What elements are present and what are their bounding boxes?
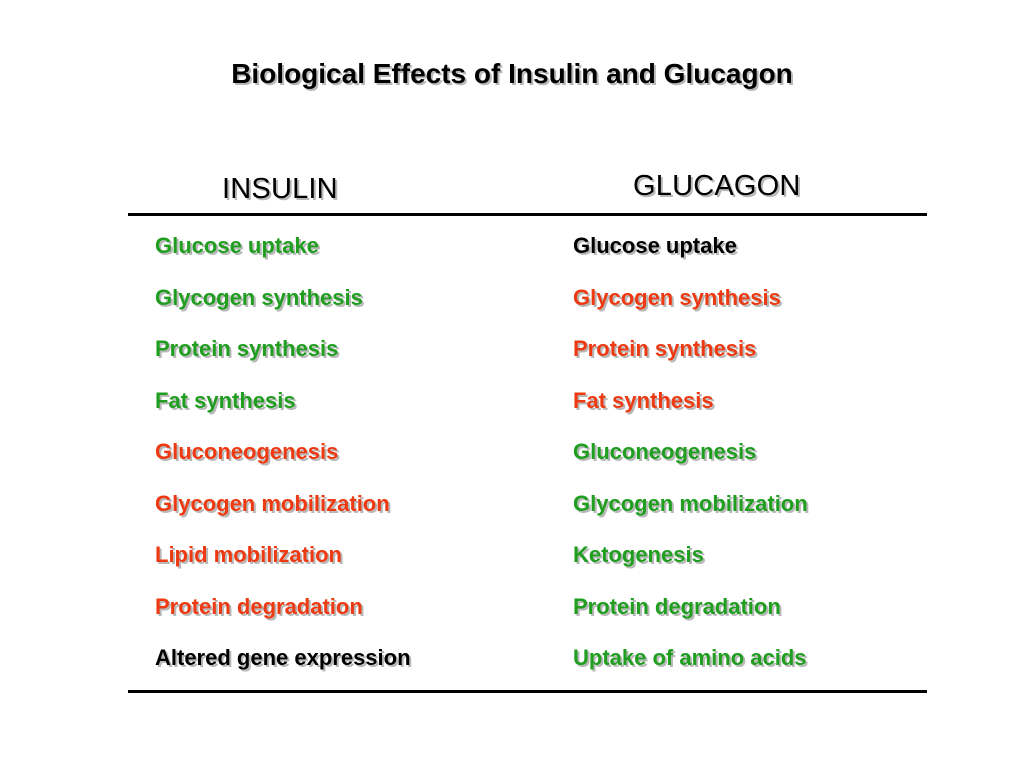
insulin-column-header: INSULIN [222,173,338,205]
glucagon-effect-item: Protein degradation [573,593,781,619]
top-rule-divider [128,213,927,216]
insulin-effect-item: Protein synthesis [155,336,339,361]
insulin-effect-item: Glycogen mobilization [155,490,390,516]
glucagon-effect-item: Glycogen synthesis [573,284,781,310]
insulin-effect-item: Fat synthesis [155,387,296,413]
insulin-effects-list: Glucose uptake Glycogen synthesis Protei… [155,230,411,694]
insulin-effect-item: Protein degradation [155,593,363,619]
glucagon-effect-item: Ketogenesis [573,542,704,567]
glucagon-effect-item: Uptake of amino acids [573,645,807,670]
insulin-effect-item: Glucose uptake [155,233,319,258]
insulin-effect-item: Glycogen synthesis [155,284,363,310]
insulin-effect-item: Gluconeogenesis [155,439,339,464]
glucagon-effect-item: Protein synthesis [573,336,757,361]
insulin-effect-item: Lipid mobilization [155,542,342,567]
glucagon-column-header: GLUCAGON [633,170,801,202]
bottom-rule-divider [128,690,927,693]
glucagon-effect-item: Glucose uptake [573,233,737,258]
slide-title: Biological Effects of Insulin and Glucag… [231,58,793,89]
glucagon-effect-item: Gluconeogenesis [573,439,757,464]
insulin-effect-item: Altered gene expression [155,645,411,670]
glucagon-effects-list: Glucose uptake Glycogen synthesis Protei… [573,230,808,694]
glucagon-effect-item: Fat synthesis [573,387,714,413]
glucagon-effect-item: Glycogen mobilization [573,490,808,516]
